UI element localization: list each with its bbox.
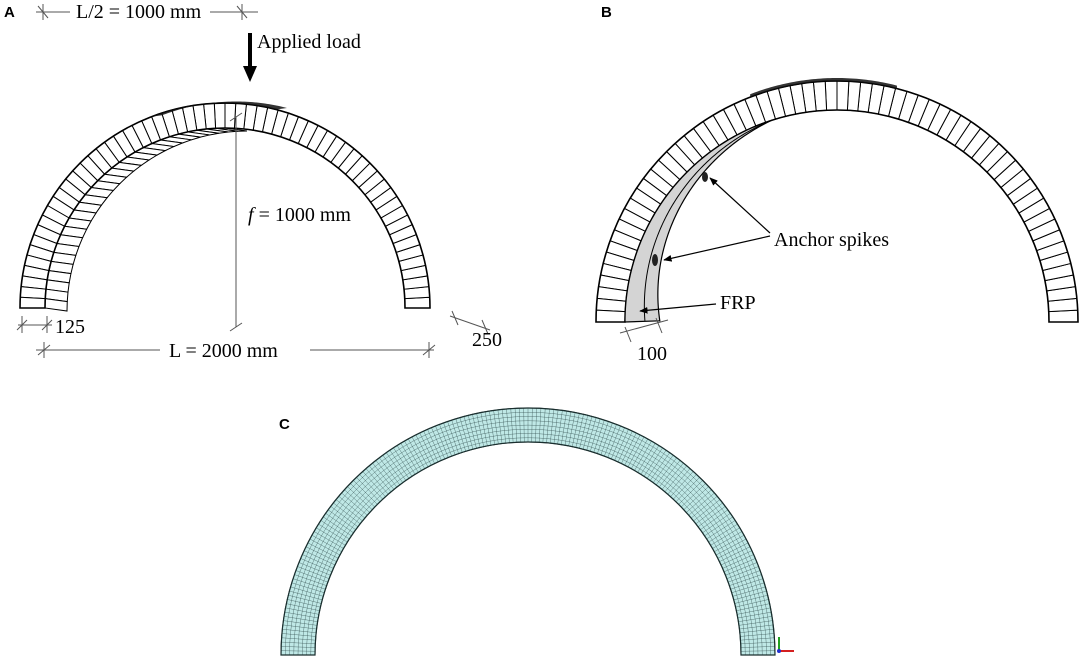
arch-voussoir <box>1048 309 1079 323</box>
panel-a: A L/2 = 1000 mm Applied load f = 1000 mm <box>4 1 502 362</box>
frp-label: FRP <box>720 292 756 314</box>
arch-voussoir <box>595 297 627 313</box>
arch-outline <box>19 102 431 309</box>
span-label: L = 2000 mm <box>169 340 278 362</box>
arch-voussoir <box>19 296 46 309</box>
rise-dimension <box>229 112 243 332</box>
arch-b-drawing <box>595 78 1079 323</box>
width-dimension <box>449 310 491 335</box>
ring-thickness-label: 125 <box>55 316 85 338</box>
frp-leader <box>639 303 717 314</box>
frp-strip-edge <box>643 119 772 321</box>
mesh-ring-line <box>302 429 754 656</box>
ring-thickness-dimension <box>16 316 53 333</box>
span-dimension <box>36 342 436 358</box>
arch-voussoir <box>824 80 838 111</box>
panel-b: B Anchor spikes FRP 100 <box>595 4 1079 365</box>
mesh-ring-line <box>289 416 767 656</box>
applied-load-arrow <box>243 33 257 82</box>
arch-voussoir <box>595 309 626 323</box>
mesh-ring-line <box>293 420 763 656</box>
arch-voussoir <box>836 80 850 111</box>
panel-c-label: C <box>279 416 290 433</box>
arch-a-drawing <box>19 101 431 312</box>
half-span-label: L/2 = 1000 mm <box>76 1 202 23</box>
anchor-spikes-label: Anchor spikes <box>774 229 889 251</box>
frp-width-dimension <box>619 317 669 343</box>
coordinate-axes-icon <box>777 637 794 653</box>
panel-b-label: B <box>601 4 612 21</box>
arch-outline <box>595 80 1079 323</box>
panel-c: C <box>279 407 794 656</box>
mesh-ring-line <box>297 424 759 656</box>
applied-load-label: Applied load <box>257 31 361 53</box>
arch-voussoir <box>19 286 47 300</box>
mesh-ring-line <box>285 412 771 656</box>
arch-voussoir <box>846 80 862 112</box>
z-axis-icon <box>777 649 781 653</box>
frp-width-label: 100 <box>637 343 667 365</box>
mesh-ring-line <box>310 437 746 656</box>
anchor-spike-upper <box>702 172 708 182</box>
width-label: 250 <box>472 329 502 351</box>
crown-shading <box>750 78 897 98</box>
anchor-spike-lower <box>652 254 658 266</box>
arch-front-ring <box>595 78 1079 323</box>
mesh-ring-line <box>306 433 750 656</box>
arch-front-ring <box>19 101 431 309</box>
panel-a-label: A <box>4 4 15 21</box>
arch-back-face <box>44 127 248 312</box>
rise-label: f = 1000 mm <box>248 204 351 226</box>
finite-element-mesh <box>280 407 776 656</box>
half-span-dimension <box>36 4 258 20</box>
anchor-spike-leaders <box>663 177 771 262</box>
arch-voussoir <box>224 102 237 129</box>
mesh-outline <box>280 407 776 656</box>
crown-shading <box>151 101 287 117</box>
